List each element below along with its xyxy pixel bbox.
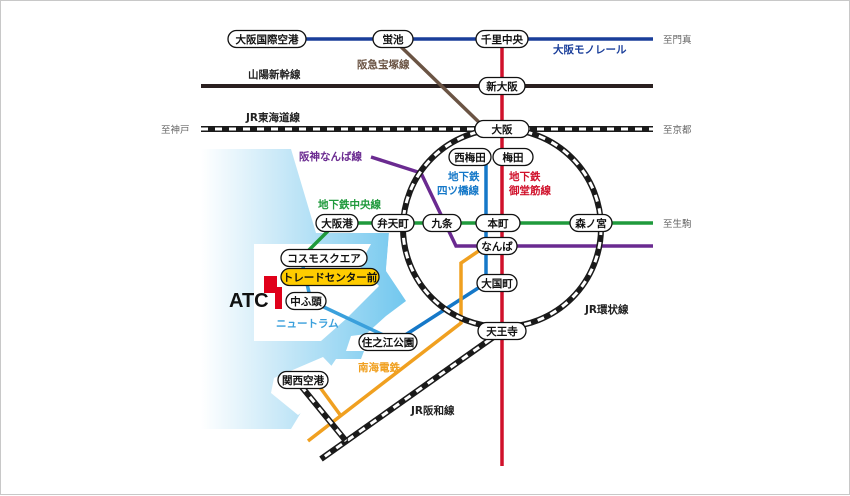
- station-trade-center-mae[interactable]: トレードセンター前: [280, 267, 380, 287]
- hankyu-line: [391, 37, 488, 131]
- station-pill: [448, 147, 492, 167]
- station-morinomiya[interactable]: 森ノ宮: [569, 213, 613, 233]
- dest-ikoma: 至生駒: [663, 218, 692, 230]
- station-namba[interactable]: なんば: [476, 236, 518, 256]
- label-midosuji-2: 御堂筋線: [508, 184, 551, 197]
- station-label: 大国町: [481, 277, 513, 290]
- station-pill: [475, 29, 529, 49]
- station-hotarugaike[interactable]: 蛍池: [372, 29, 414, 49]
- dest-kobe: 至神戸: [161, 124, 190, 136]
- station-label: 新大阪: [486, 80, 518, 93]
- station-pill: [371, 213, 415, 233]
- station-bentencho[interactable]: 弁天町: [371, 213, 415, 233]
- station-pill: [474, 119, 530, 139]
- station-label: 蛍池: [383, 33, 404, 46]
- station-pill: [277, 370, 329, 390]
- station-label: 梅田: [503, 151, 524, 164]
- dest-kyoto: 至京都: [663, 124, 692, 136]
- label-loop: JR環状線: [584, 303, 629, 316]
- station-tennoji[interactable]: 天王寺: [477, 321, 527, 341]
- hanshin-namba-line: [370, 155, 653, 248]
- station-label: なんば: [481, 240, 513, 253]
- label-hanwa: JR阪和線: [410, 404, 455, 417]
- atc-mark: [264, 276, 282, 309]
- station-pill: [358, 332, 418, 352]
- station-label: 弁天町: [377, 217, 409, 230]
- label-midosuji-1: 地下鉄: [509, 170, 541, 183]
- nankai-line: [306, 244, 487, 443]
- station-nishi-umeda[interactable]: 西梅田: [448, 147, 492, 167]
- station-label: トレードセンター前: [283, 271, 378, 284]
- station-pill: [280, 248, 368, 268]
- label-tokaido: JR東海道線: [245, 111, 300, 124]
- label-yotsubashi-2: 四ツ橋線: [437, 184, 479, 197]
- station-pill: [372, 29, 414, 49]
- station-osaka[interactable]: 大阪: [474, 119, 530, 139]
- station-label: 天王寺: [486, 325, 518, 338]
- station-label: コスモスクエア: [287, 253, 361, 265]
- station-pill: [315, 213, 359, 233]
- jr-hanwa-line: [298, 328, 504, 462]
- label-newtram: ニュートラム: [276, 318, 339, 330]
- station-pill: [569, 213, 613, 233]
- station-pill: [492, 147, 534, 167]
- station-osakako[interactable]: 大阪港: [315, 213, 359, 233]
- station-label: 本町: [488, 217, 509, 230]
- station-nakafuto[interactable]: 中ふ頭: [285, 291, 327, 311]
- station-kansai-airport[interactable]: 関西空港: [277, 370, 329, 390]
- station-pill: [478, 76, 526, 96]
- station-pill: [285, 291, 327, 311]
- dest-kadoma: 至門真: [663, 34, 692, 46]
- station-hommachi[interactable]: 本町: [475, 213, 521, 233]
- station-label: 森ノ宮: [574, 217, 607, 230]
- station-label: 西梅田: [454, 151, 486, 164]
- nankai-airport-branch: [317, 384, 343, 418]
- station-pill: [227, 29, 307, 49]
- station-pill: [280, 267, 380, 287]
- label-chuo: 地下鉄中央線: [318, 198, 381, 211]
- station-shin-osaka[interactable]: 新大阪: [478, 76, 526, 96]
- label-monorail: 大阪モノレール: [553, 43, 627, 56]
- station-pill: [477, 321, 527, 341]
- station-label: 大阪国際空港: [236, 33, 299, 46]
- label-hankyu: 阪急宝塚線: [357, 58, 410, 71]
- station-label: 千里中央: [481, 33, 523, 46]
- station-pill: [476, 273, 518, 293]
- station-label: 関西空港: [282, 374, 324, 387]
- station-label: 九条: [431, 217, 453, 230]
- station-label: 大阪港: [321, 217, 353, 230]
- station-pill: [422, 213, 462, 233]
- station-label: 大阪: [492, 123, 513, 136]
- station-pill: [476, 236, 518, 256]
- station-label: 住之江公園: [362, 336, 415, 349]
- station-daikokucho[interactable]: 大国町: [476, 273, 518, 293]
- station-pill: [475, 213, 521, 233]
- land-mainland: [346, 233, 411, 351]
- station-itami-airport[interactable]: 大阪国際空港: [227, 29, 307, 49]
- station-cosmosquare[interactable]: コスモスクエア: [280, 248, 368, 268]
- label-hanshin-namba: 阪神なんば線: [299, 150, 362, 163]
- station-suminoe-koen[interactable]: 住之江公園: [358, 332, 418, 352]
- label-sanyo: 山陽新幹線: [248, 68, 301, 81]
- station-senri-chuo[interactable]: 千里中央: [475, 29, 529, 49]
- station-label: 中ふ頭: [290, 295, 322, 308]
- label-yotsubashi-1: 地下鉄: [448, 170, 480, 183]
- station-umeda[interactable]: 梅田: [492, 147, 534, 167]
- atc-label: ATC: [229, 290, 269, 312]
- station-kujo[interactable]: 九条: [422, 213, 462, 233]
- label-nankai: 南海電鉄: [358, 361, 400, 374]
